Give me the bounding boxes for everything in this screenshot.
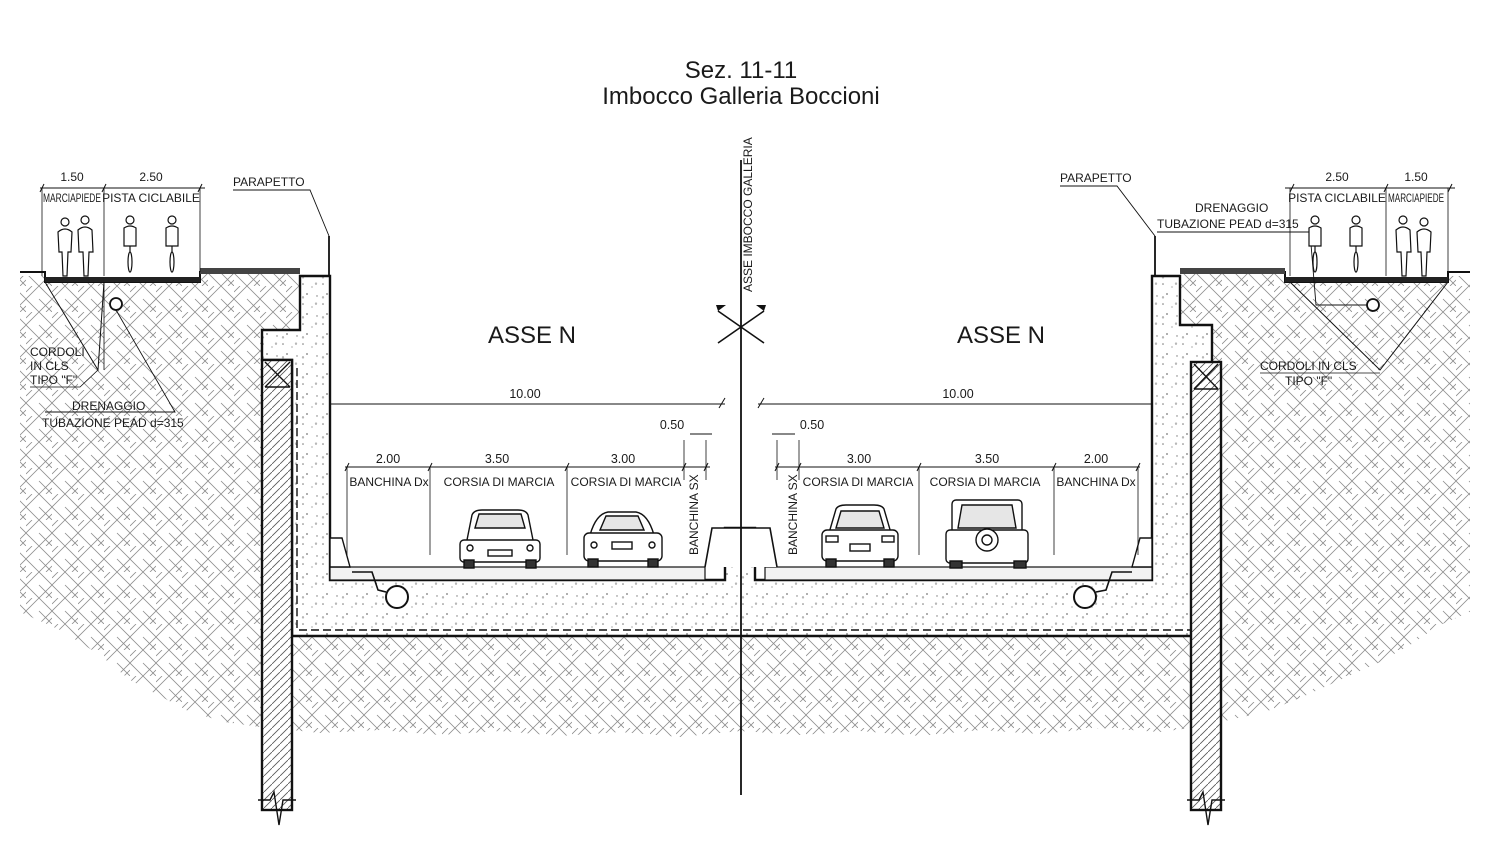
dim-pista-left: 2.50: [139, 170, 163, 184]
dim-corsia2-left: 3.00: [611, 452, 635, 466]
dim-total-right: 10.00: [942, 387, 973, 401]
dim-banchina-dx-left: 2.00: [376, 452, 400, 466]
kerb-right: [1131, 537, 1153, 568]
label-corsia1-right: CORSIA DI MARCIA: [803, 475, 914, 489]
drain-pipe-top-right: [1366, 298, 1380, 312]
diaphragm-wall-left: [260, 358, 294, 812]
label-pista-left: PISTA CICLABILE: [102, 191, 200, 205]
title-line2: Imbocco Galleria Boccioni: [602, 83, 879, 110]
soil-right: [1180, 272, 1470, 727]
label-cordoli-left-2: IN CLS: [30, 359, 69, 373]
label-cordoli-right-2: TIPO "F": [1285, 374, 1332, 388]
dim-pista-right: 2.50: [1325, 170, 1349, 184]
dim-banchina-sx-right: 0.50: [800, 418, 824, 432]
label-banchina-dx-right: BANCHINA Dx: [1056, 475, 1135, 489]
drain-pipe-bottom-left: [385, 585, 409, 609]
kerb-block-left: [200, 268, 300, 274]
soil-left: [20, 272, 300, 727]
label-drenaggio-left-2: TUBAZIONE PEAD d=315: [42, 416, 184, 430]
label-drenaggio-left-1: DRENAGGIO: [72, 399, 145, 413]
label-marciapiede-left: MARCIAPIEDE: [43, 191, 101, 205]
wall-cap-left: [264, 361, 291, 388]
kerb-block-right: [1180, 268, 1285, 274]
label-pista-right: PISTA CICLABILE: [1288, 191, 1386, 205]
drain-pipe-bottom-right: [1073, 585, 1097, 609]
label-parapetto-left: PARAPETTO: [233, 175, 305, 189]
dim-corsia1-left: 3.50: [485, 452, 509, 466]
road-left: [329, 566, 706, 581]
dim-corsia1-right: 3.00: [847, 452, 871, 466]
label-drenaggio-right-1: DRENAGGIO: [1195, 201, 1268, 215]
dim-banchina-sx-left: 0.50: [660, 418, 684, 432]
drain-pipe-top-left: [109, 297, 123, 311]
road-right: [764, 566, 1153, 581]
diaphragm-wall-right: [1189, 360, 1223, 812]
break-left: [258, 789, 296, 826]
car-left-1-icon: [459, 509, 541, 569]
wall-cap-right: [1193, 363, 1219, 390]
drain-link-right: [1095, 571, 1132, 593]
label-corsia1-left: CORSIA DI MARCIA: [444, 475, 555, 489]
label-cordoli-left-3: TIPO "F": [30, 373, 77, 387]
axis-flag-left: [716, 305, 726, 311]
label-banchina-dx-left: BANCHINA Dx: [349, 475, 428, 489]
label-cordoli-right-1: CORDOLI IN CLS: [1260, 359, 1357, 373]
label-cordoli-left-1: CORDOLI: [30, 345, 85, 359]
label-banchina-sx-left: BANCHINA SX: [687, 474, 701, 555]
label-marciapiede-right: MARCIAPIEDE: [1388, 191, 1444, 205]
dim-corsia2-right: 3.50: [975, 452, 999, 466]
axis-label: ASSE IMBOCCO GALLERIA: [741, 137, 755, 292]
dim-marciapiede-left: 1.50: [60, 170, 84, 184]
car-right-1-icon: [821, 504, 899, 568]
label-corsia2-left: CORSIA DI MARCIA: [571, 475, 682, 489]
dim-marciapiede-right: 1.50: [1404, 170, 1428, 184]
label-drenaggio-right-2: TUBAZIONE PEAD d=315: [1157, 217, 1299, 231]
asse-left: ASSE N: [488, 322, 576, 349]
car-left-2-icon: [583, 511, 663, 568]
drain-link-left: [352, 571, 387, 593]
label-banchina-sx-right: BANCHINA SX: [786, 474, 800, 555]
label-corsia2-right: CORSIA DI MARCIA: [930, 475, 1041, 489]
pedestrians-left-icon: [57, 215, 94, 277]
cyclists-left-icon: [123, 215, 179, 273]
break-right: [1187, 789, 1225, 826]
sidewalk-surface-right: [1285, 277, 1448, 282]
sidewalk-surface-left: [45, 277, 200, 282]
axis-flag-right: [756, 305, 766, 311]
title-line1: Sez. 11-11: [685, 57, 798, 84]
axis-marker: [717, 310, 765, 344]
dim-banchina-dx-right: 2.00: [1084, 452, 1108, 466]
cyclists-right-icon: [1308, 215, 1363, 273]
dim-total-left: 10.00: [509, 387, 540, 401]
car-right-2-icon: [945, 499, 1029, 569]
pedestrians-right-icon: [1395, 215, 1432, 277]
label-parapetto-right: PARAPETTO: [1060, 171, 1132, 185]
asse-right: ASSE N: [957, 322, 1045, 349]
kerb-left: [329, 537, 351, 568]
